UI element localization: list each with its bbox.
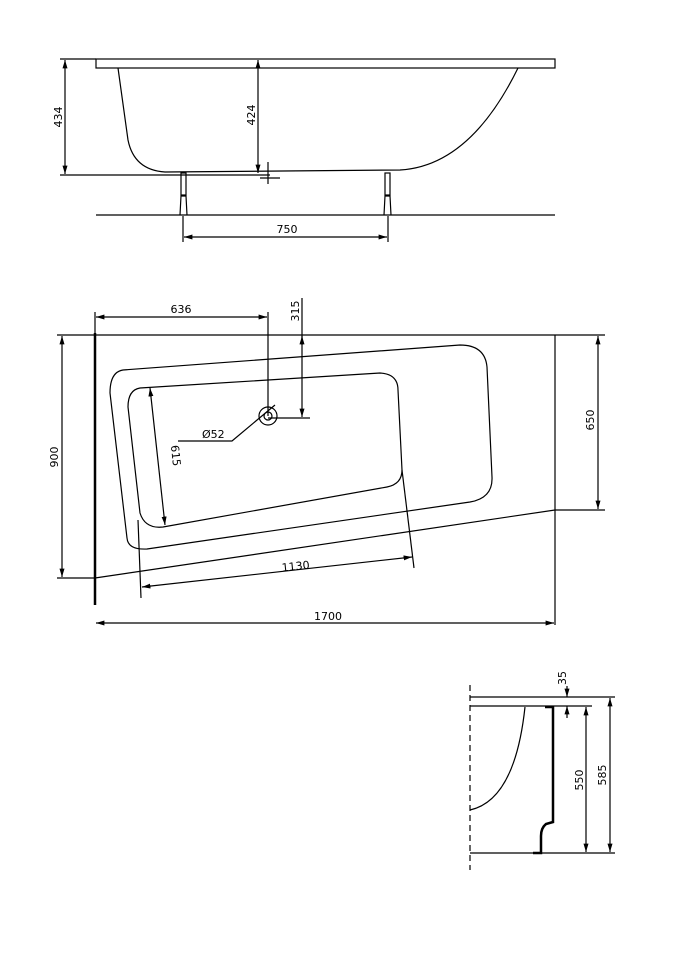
drain-leader [178, 404, 276, 442]
side-view: 434 424 750 [52, 58, 556, 242]
dim-615-label: 615 [168, 445, 183, 467]
dim-636-label: 636 [171, 303, 192, 316]
leg-right [383, 172, 392, 216]
tub-body-profile [117, 67, 519, 173]
plan-view: 900 650 1700 636 315 Ø52 615 1130 [48, 298, 605, 626]
dim-585-label: 585 [596, 765, 609, 786]
tub-rim [95, 58, 556, 69]
section-view: 35 550 585 [469, 671, 615, 870]
dim-650-label: 650 [584, 410, 597, 431]
tub-outer-rim [109, 344, 493, 550]
leg-left [179, 172, 188, 216]
dim-diameter-label: Ø52 [202, 428, 225, 441]
dim-615 [148, 387, 167, 526]
tub-outline-slanted [57, 509, 605, 579]
dim-424-label: 424 [245, 105, 258, 126]
dim-900-label: 900 [48, 447, 61, 468]
dim-434-label: 434 [52, 107, 65, 128]
dim-750-label: 750 [277, 223, 298, 236]
dim-1700-label: 1700 [314, 610, 342, 623]
dim-550-label: 550 [573, 770, 586, 791]
dim-315-label: 315 [289, 301, 302, 322]
tub-inner-basin [127, 372, 403, 528]
apron-profile [533, 705, 555, 855]
dim-1130 [141, 555, 413, 589]
dim-35-label: 35 [556, 671, 569, 685]
tub-wall-curve [469, 706, 526, 811]
dim-1130-label: 1130 [281, 559, 310, 575]
